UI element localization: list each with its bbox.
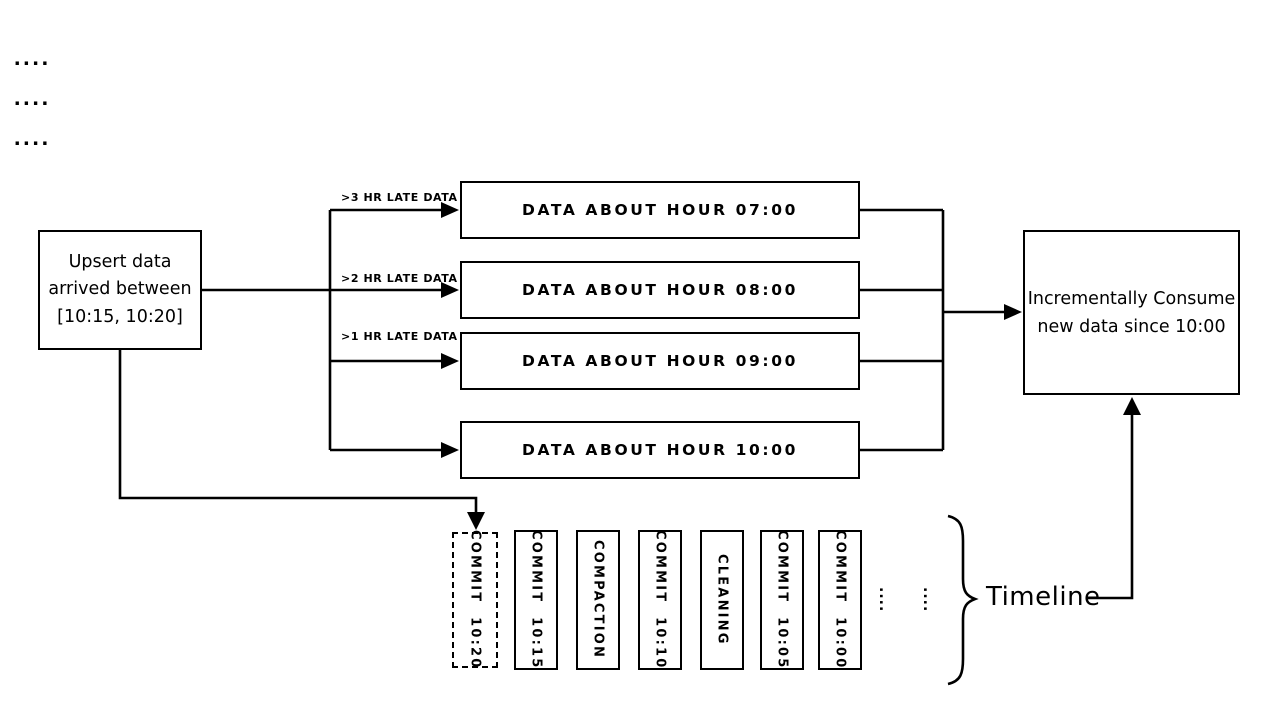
timeline-compaction: COMPACTION xyxy=(576,530,620,670)
data-box-hour-0900: DATA ABOUT HOUR 09:00 xyxy=(460,332,860,390)
line-upsert-to-commit xyxy=(118,350,478,512)
data-box-hour-0700: DATA ABOUT HOUR 07:00 xyxy=(460,181,860,239)
timeline-cleaning-label: CLEANING xyxy=(714,554,730,646)
top-ellipsis-row-1: .... xyxy=(13,48,51,70)
timeline-commit-1015-label: COMMIT 10:15 xyxy=(528,530,544,670)
label-late-1hr: >1 HR LATE DATA xyxy=(341,330,458,343)
timeline-commit-1010: COMMIT 10:10 xyxy=(638,530,682,670)
timeline-commit-1000-label: COMMIT 10:00 xyxy=(832,530,848,670)
timeline-commit-1020-label: COMMIT 10:20 xyxy=(467,530,483,670)
timeline-commit-1005-label: COMMIT 10:05 xyxy=(774,530,790,670)
timeline-ellipsis-1: .... xyxy=(876,575,892,625)
upsert-line-3: [10:15, 10:20] xyxy=(57,306,183,327)
timeline-label: Timeline xyxy=(986,582,1101,612)
timeline-brace xyxy=(947,514,979,686)
timeline-ellipsis-2: .... xyxy=(920,575,936,625)
upsert-line-2: arrived between xyxy=(48,279,192,300)
timeline-commit-1015: COMMIT 10:15 xyxy=(514,530,558,670)
data-box-hour-1000: DATA ABOUT HOUR 10:00 xyxy=(460,421,860,479)
timeline-compaction-label: COMPACTION xyxy=(590,540,606,660)
top-ellipsis-row-2: .... xyxy=(13,88,51,110)
label-late-2hr: >2 HR LATE DATA xyxy=(341,272,458,285)
incremental-consume-box: Incrementally Consume new data since 10:… xyxy=(1023,230,1240,395)
top-ellipsis-row-3: .... xyxy=(13,128,51,150)
timeline-commit-1000: COMMIT 10:00 xyxy=(818,530,862,670)
label-late-3hr: >3 HR LATE DATA xyxy=(341,191,458,204)
timeline-commit-1010-label: COMMIT 10:10 xyxy=(652,530,668,670)
data-box-hour-0800: DATA ABOUT HOUR 08:00 xyxy=(460,261,860,319)
timeline-ellipsis-2-dots: .... xyxy=(920,587,936,613)
consume-line-2: new data since 10:00 xyxy=(1037,316,1226,337)
line-timeline-to-consumer xyxy=(1086,414,1134,600)
timeline-commit-1005: COMMIT 10:05 xyxy=(760,530,804,670)
timeline-commit-1020: COMMIT 10:20 xyxy=(452,530,498,670)
timeline-ellipsis-1-dots: .... xyxy=(876,587,892,613)
consume-line-1: Incrementally Consume xyxy=(1027,288,1236,309)
upsert-data-box: Upsert data arrived between [10:15, 10:2… xyxy=(38,230,202,350)
upsert-line-1: Upsert data xyxy=(68,252,172,273)
timeline-cleaning: CLEANING xyxy=(700,530,744,670)
